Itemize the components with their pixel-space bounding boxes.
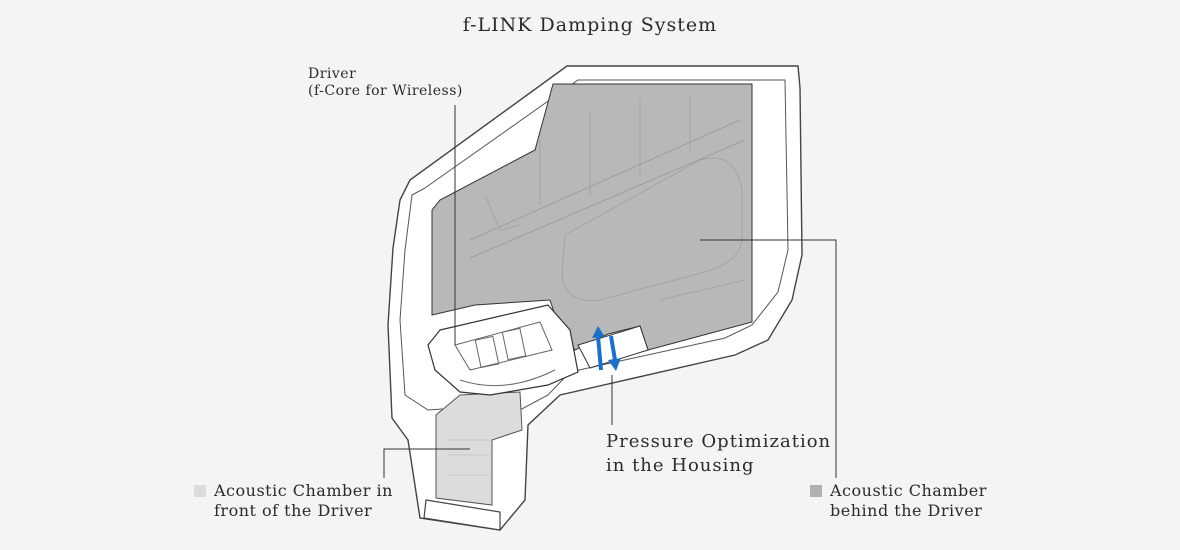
driver-label-line2: (f-Core for Wireless) [308,83,463,99]
pressure-label: Pressure Optimization in the Housing [606,430,831,478]
legend-behind-chamber: Acoustic Chamber behind the Driver [810,481,987,521]
pressure-label-line2: in the Housing [606,455,755,476]
legend-front-swatch [194,485,206,497]
legend-front-line1: Acoustic Chamber in [214,481,393,500]
legend-front-line2: front of the Driver [214,501,373,520]
leader-front [383,448,470,478]
pressure-label-line1: Pressure Optimization [606,431,832,452]
diagram-title: f-LINK Damping System [462,14,718,36]
leader-behind [700,239,837,478]
driver-unit [427,304,579,396]
driver-label: Driver (f-Core for Wireless) [308,66,463,100]
legend-behind-line2: behind the Driver [830,501,983,520]
legend-front-chamber: Acoustic Chamber in front of the Driver [194,481,393,521]
chamber-front-of-driver [435,391,523,506]
legend-behind-swatch [810,485,822,497]
pressure-arrows-icon [592,326,621,371]
driver-label-line1: Driver [308,66,357,82]
legend-behind-line1: Acoustic Chamber [830,481,987,500]
